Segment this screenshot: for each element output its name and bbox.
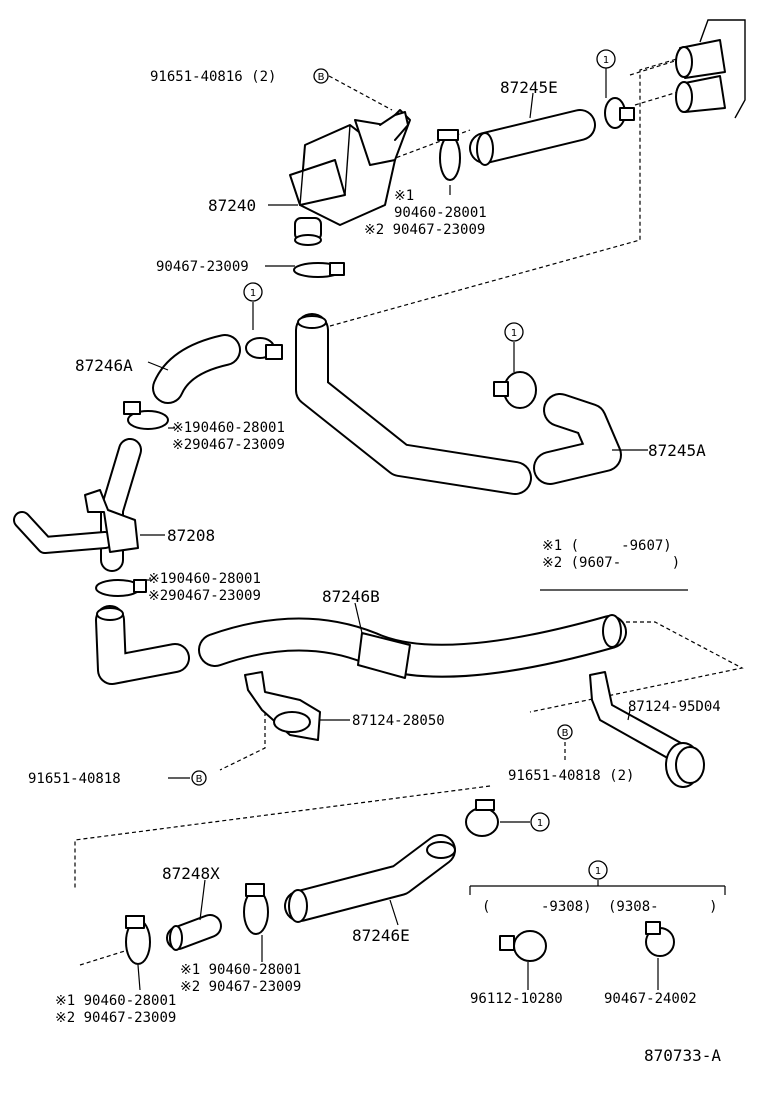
label-clamp-a-line3: ※2 90467-23009 bbox=[364, 222, 485, 238]
marker-1-left bbox=[243, 282, 263, 302]
label-clamp-a-line2: 90460-28001 bbox=[394, 205, 487, 221]
label-clamp-b-line1: ※190460-28001 bbox=[172, 420, 285, 436]
label-clamp-a-line1: ※1 bbox=[394, 188, 414, 204]
solid-leader-lines bbox=[137, 67, 726, 991]
label-91651-40816: 91651-40816 (2) bbox=[150, 69, 276, 85]
hoses bbox=[13, 109, 627, 951]
part-labels: 91651-40816 (2) 87245E 87240 ※1 90460-28… bbox=[28, 69, 721, 1065]
marker-b-top bbox=[313, 68, 329, 84]
label-90467-24002: 90467-24002 bbox=[604, 991, 697, 1007]
diagram-id: 870733-A bbox=[644, 1046, 721, 1065]
reservoir-tank bbox=[289, 109, 411, 246]
label-clamp-e-line2: ※2 90467-23009 bbox=[55, 1010, 176, 1026]
label-clamp-e-line1: ※1 90460-28001 bbox=[55, 993, 176, 1009]
marker-1-bracket bbox=[588, 860, 608, 880]
legend-line1: ※1 ( -9607) bbox=[542, 538, 672, 554]
label-87208: 87208 bbox=[167, 526, 215, 545]
label-87248X: 87248X bbox=[162, 864, 220, 883]
marker-1-top-right-text: 1 bbox=[603, 55, 609, 66]
marker-1-bracket-text: 1 bbox=[595, 866, 601, 877]
label-87245E: 87245E bbox=[500, 78, 558, 97]
label-87124-95D04: 87124-95D04 bbox=[628, 699, 721, 715]
label-bracket-right: (9308- ) bbox=[608, 899, 718, 915]
label-clamp-c-line2: ※290467-23009 bbox=[148, 588, 261, 604]
marker-b-left bbox=[191, 770, 207, 786]
label-87246B: 87246B bbox=[322, 587, 380, 606]
marker-1-top-right bbox=[596, 49, 616, 69]
label-87124-28050: 87124-28050 bbox=[352, 713, 445, 729]
marker-b-left-text: B bbox=[196, 774, 203, 785]
dashed-leader-lines bbox=[74, 57, 744, 966]
label-96112-10280: 96112-10280 bbox=[470, 991, 563, 1007]
label-clamp-d-line2: ※2 90467-23009 bbox=[180, 979, 301, 995]
marker-1-lower-text: 1 bbox=[537, 818, 543, 829]
outlet-pipes bbox=[675, 19, 746, 119]
circle-markers: B 1 1 1 B B 1 1 bbox=[191, 49, 616, 880]
marker-1-left-text: 1 bbox=[250, 288, 256, 299]
brackets-lower bbox=[84, 489, 705, 965]
marker-b-mid-right bbox=[557, 724, 573, 740]
label-91651-40818-right: 91651-40818 (2) bbox=[508, 768, 634, 784]
clamps-top bbox=[123, 97, 635, 430]
label-clamp-d-line1: ※1 90460-28001 bbox=[180, 962, 301, 978]
marker-1-lower bbox=[530, 812, 550, 832]
label-90467-23009: 90467-23009 bbox=[156, 259, 249, 275]
label-clamp-b-line2: ※290467-23009 bbox=[172, 437, 285, 453]
marker-b-mid-right-text: B bbox=[562, 728, 569, 739]
label-clamp-c-line1: ※190460-28001 bbox=[148, 571, 261, 587]
marker-1-mid bbox=[504, 322, 524, 342]
label-87245A: 87245A bbox=[648, 441, 706, 460]
marker-1-mid-text: 1 bbox=[511, 328, 517, 339]
legend-line2: ※2 (9607- ) bbox=[542, 555, 680, 571]
label-bracket-left: ( -9308) bbox=[482, 899, 592, 915]
label-87246A: 87246A bbox=[75, 356, 133, 375]
marker-b-top-text: B bbox=[318, 72, 325, 83]
label-87240: 87240 bbox=[208, 196, 256, 215]
label-87246E: 87246E bbox=[352, 926, 410, 945]
label-91651-40818-left: 91651-40818 bbox=[28, 771, 121, 787]
